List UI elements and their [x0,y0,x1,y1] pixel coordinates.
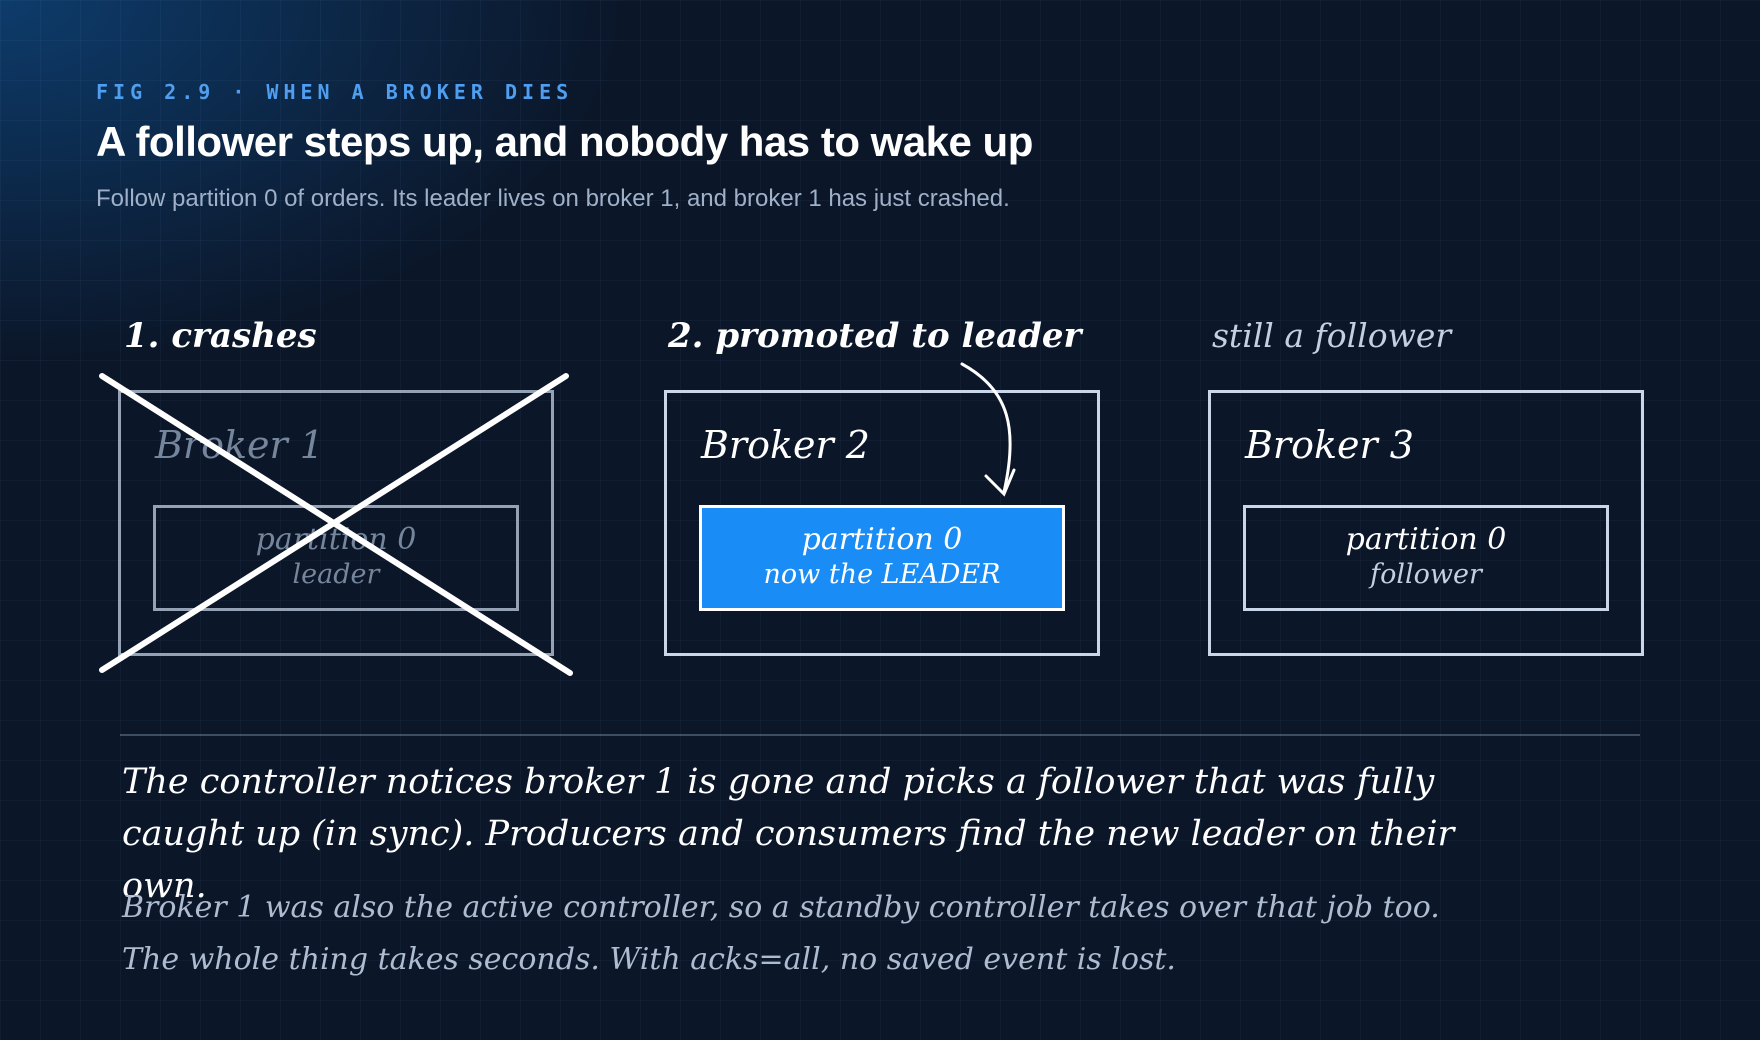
broker-name: Broker 1 [155,423,324,467]
broker-name: Broker 2 [701,423,870,467]
partition-box-leader: partition 0 now the LEADER [699,505,1065,611]
partition-role: leader [292,559,380,590]
partition-role: follower [1370,559,1482,590]
note-line-1: Broker 1 was also the active controller,… [122,890,1440,925]
explanation-note: Broker 1 was also the active controller,… [122,882,1522,986]
broker-name: Broker 3 [1245,423,1414,467]
page-subtitle: Follow partition 0 of orders. Its leader… [96,185,1010,212]
step-label-promoted: 2. promoted to leader [668,316,1082,356]
explanation-line-2: caught up (in sync). Producers and consu… [122,814,1455,906]
partition-label: partition 0 [255,522,417,557]
broker-card-2: Broker 2 partition 0 now the LEADER [664,390,1100,656]
explanation-line-1: The controller notices broker 1 is gone … [122,762,1435,802]
partition-role: now the LEADER [763,559,1001,590]
step-label-crashes: 1. crashes [124,316,317,356]
note-line-2: The whole thing takes seconds. With acks… [122,942,1176,977]
partition-box: partition 0 leader [153,505,519,611]
partition-label: partition 0 [801,522,963,557]
section-divider [120,734,1640,736]
broker-card-1: Broker 1 partition 0 leader [118,390,554,656]
step-label-still-follower: still a follower [1212,316,1452,355]
explanation-main: The controller notices broker 1 is gone … [122,756,1522,912]
partition-box: partition 0 follower [1243,505,1609,611]
page-title: A follower steps up, and nobody has to w… [96,118,1033,165]
partition-label: partition 0 [1345,522,1507,557]
broker-card-3: Broker 3 partition 0 follower [1208,390,1644,656]
figure-label: FIG 2.9 · WHEN A BROKER DIES [96,80,574,104]
